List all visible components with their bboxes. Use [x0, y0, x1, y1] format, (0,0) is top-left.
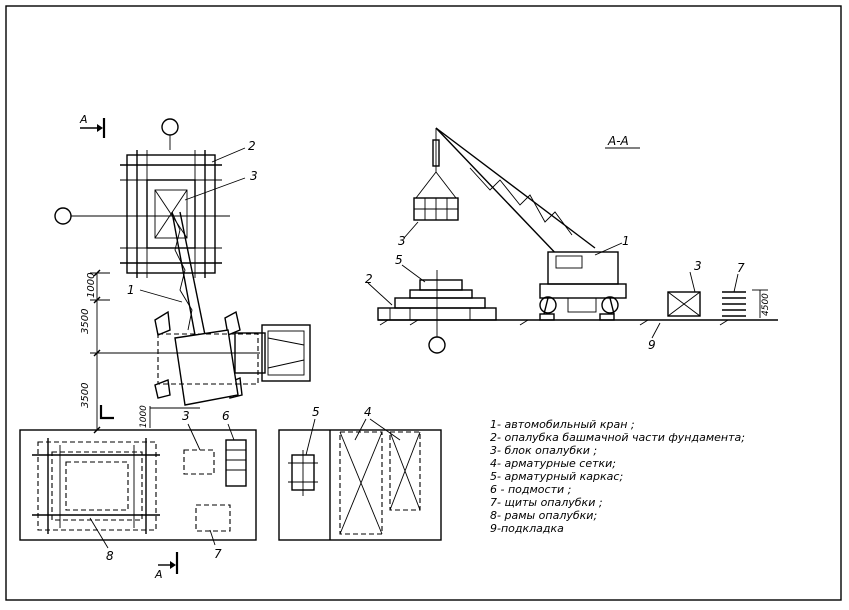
dim-4500: 4500	[761, 293, 771, 316]
scaffold-stored	[225, 439, 247, 487]
callout-3-storage: 3	[182, 409, 190, 423]
dim-1000-top: 1000	[86, 273, 97, 298]
section-mark-top: А	[79, 113, 106, 138]
legend-item-7: 7- щиты опалубки ;	[490, 496, 603, 509]
callout-3-stored: 3	[694, 259, 702, 273]
legend-item-1: 1- автомобильный кран ;	[490, 418, 635, 431]
callout-1-plan: 1	[127, 283, 135, 297]
callout-3-section: 3	[398, 234, 406, 248]
support-pad-left	[539, 313, 555, 321]
section-letter-bottom: А	[154, 568, 163, 581]
legend-item-8: 8- рамы опалубки;	[490, 509, 597, 522]
callout-6: 6	[222, 409, 230, 423]
crane-plan	[154, 310, 311, 406]
legend-item-6: 6 - подмости ;	[490, 483, 571, 496]
axis-marker-section	[428, 336, 446, 354]
legend-item-3: 3- блок опалубки ;	[490, 444, 597, 457]
crane-boom-plan	[171, 211, 206, 336]
plan-view: А	[54, 113, 311, 434]
callout-4: 4	[364, 405, 372, 419]
support-pad-right	[599, 313, 615, 321]
corner-mark	[99, 405, 114, 420]
formwork-panels-stored	[195, 504, 231, 532]
formwork-shoe-plan	[120, 150, 222, 278]
reinforcement-storage-plan: 5 4	[278, 405, 442, 541]
legend-item-4: 4- арматурные сетки;	[490, 457, 616, 470]
formwork-block-section	[667, 291, 701, 317]
position-marker-left	[54, 207, 72, 225]
section-title: А-А	[607, 134, 629, 148]
callout-9: 9	[648, 338, 656, 352]
formwork-frames-stored	[32, 438, 160, 534]
formwork-shoe-section	[377, 279, 497, 321]
drawing-frame	[5, 5, 842, 601]
dim-1000-bottom: 1000	[139, 405, 149, 428]
section-letter-top: А	[79, 113, 88, 126]
storage-area-plan: 3 6 7 8 А	[19, 409, 257, 581]
suspended-formwork-block	[413, 171, 459, 221]
callout-2: 2	[248, 139, 256, 153]
dim-3500-a: 3500	[80, 309, 91, 334]
reinforcement-mesh-2	[389, 431, 421, 511]
callout-7-plan: 7	[214, 547, 222, 561]
formwork-block-stored	[183, 449, 215, 475]
section-mark-bottom: А	[154, 552, 179, 581]
callout-2-section: 2	[365, 272, 373, 286]
crane-section	[432, 127, 627, 315]
position-marker-top	[161, 118, 179, 136]
legend-item-9: 9-подкладка	[490, 522, 564, 535]
callout-5-plan: 5	[312, 405, 320, 419]
dim-3500-b: 3500	[80, 383, 91, 408]
formwork-panels-section	[722, 291, 746, 317]
callout-1-section: 1	[622, 234, 630, 248]
section-view-a-a: А-А 9 2 5	[365, 127, 778, 354]
callout-8: 8	[106, 549, 114, 563]
legend: 1- автомобильный кран ; 2- опалубка башм…	[490, 418, 745, 535]
callout-5-section: 5	[395, 253, 403, 267]
reinforcement-mesh-1	[339, 431, 383, 535]
callout-3-plan: 3	[250, 169, 258, 183]
callout-7-section: 7	[737, 261, 745, 275]
legend-item-2: 2- опалубка башмачной части фундамента;	[490, 431, 745, 444]
dimension-chain: 1000 3500 3500 1000	[80, 269, 260, 434]
legend-item-5: 5- арматурный каркас;	[490, 470, 623, 483]
